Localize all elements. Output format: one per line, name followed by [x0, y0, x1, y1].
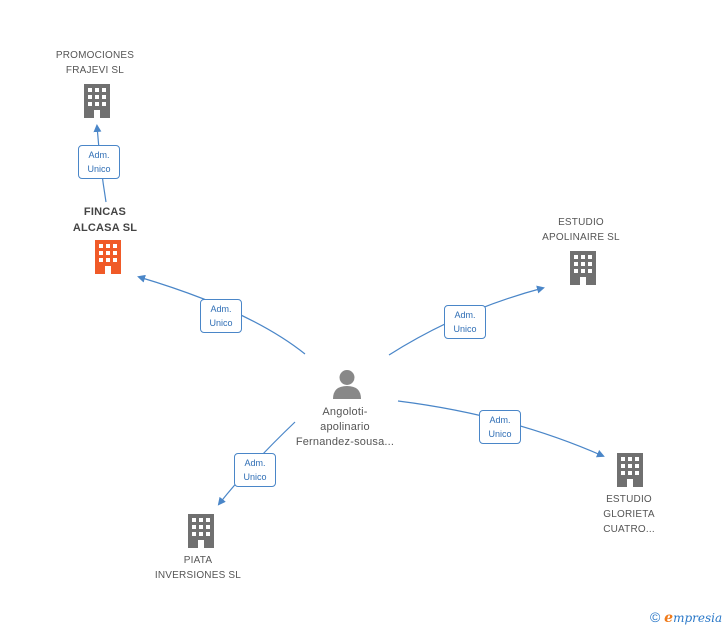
node-label-estudio-glorieta: ESTUDIO GLORIETA CUATRO... — [603, 494, 655, 535]
node-label-piata: PIATA INVERSIONES SL — [154, 555, 242, 581]
building-icon[interactable] — [568, 251, 598, 285]
brand-initial: e — [664, 610, 674, 626]
relation-badge-fincas-promociones[interactable]: Adm. Unico — [78, 145, 120, 179]
node-label-fincas: FINCAS ALCASA SL — [72, 206, 138, 234]
building-icon[interactable] — [186, 514, 216, 548]
relation-badge-person-fincas[interactable]: Adm. Unico — [200, 299, 242, 333]
relation-badge-person-estudio-apolinaire[interactable]: Adm. Unico — [444, 305, 486, 339]
building-icon[interactable] — [93, 240, 123, 274]
copyright-icon: © — [650, 609, 661, 625]
empresia-brand[interactable]: © empresia — [650, 609, 722, 626]
node-label-promociones: PROMOCIONES FRAJEVI SL — [55, 50, 135, 76]
relation-badge-person-piata[interactable]: Adm. Unico — [234, 453, 276, 487]
building-icon[interactable] — [615, 453, 645, 487]
node-label-person: Angoloti- apolinario Fernandez-sousa... — [295, 406, 395, 448]
brand-name: mpresia — [673, 611, 723, 625]
node-label-estudio-apolinaire: ESTUDIO APOLINAIRE SL — [542, 217, 620, 243]
person-icon[interactable] — [331, 369, 363, 399]
building-icon[interactable] — [82, 84, 112, 118]
relation-badge-person-estudio-glorieta[interactable]: Adm. Unico — [479, 410, 521, 444]
